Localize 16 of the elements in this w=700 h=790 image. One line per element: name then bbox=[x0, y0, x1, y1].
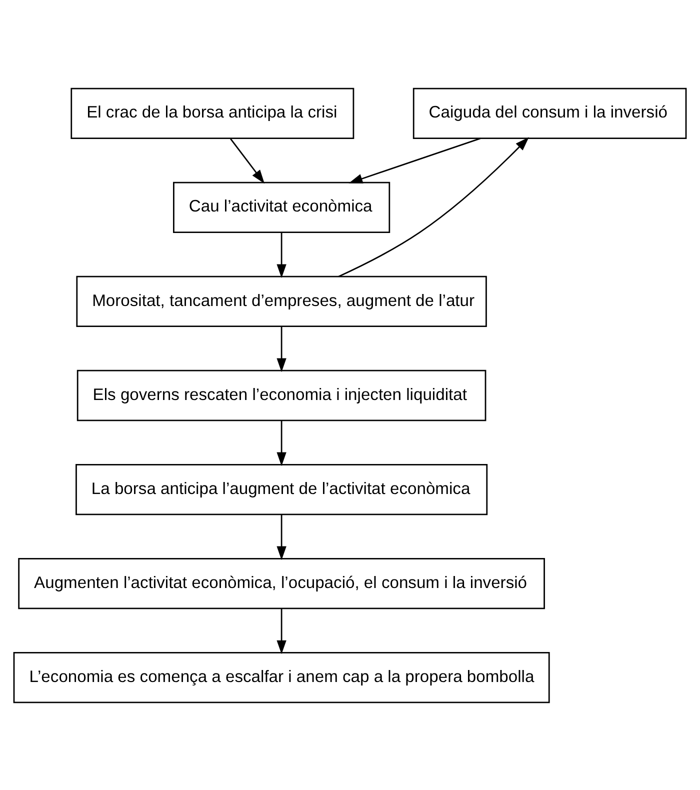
arrow bbox=[276, 420, 286, 466]
node-box: Augmenten l’activitat econòmica, l’ocupació, el consum i la inversió bbox=[18, 557, 545, 609]
node-box: Caiguda del consum i la inversió bbox=[412, 87, 687, 138]
arrow bbox=[338, 136, 529, 277]
arrow bbox=[348, 137, 481, 183]
node-box: Morositat, tancament d’empreses, augment de l’atur bbox=[76, 275, 487, 327]
node-box: Cau l’activitat econòmica bbox=[173, 181, 390, 233]
node-box: Els governs rescaten l’economia i injecten liquiditat bbox=[76, 369, 486, 421]
arrow bbox=[276, 608, 286, 654]
arrow bbox=[276, 326, 286, 372]
arrow bbox=[230, 138, 265, 184]
node-box: La borsa anticipa l’augment de l’activitat econòmica bbox=[76, 463, 488, 515]
arrow bbox=[276, 514, 286, 560]
node-box: El crac de la borsa anticipa la crisi bbox=[70, 87, 354, 138]
arrow bbox=[276, 232, 286, 278]
node-box: L’economia es comença a escalfar i anem cap a la propera bombolla bbox=[13, 652, 550, 703]
